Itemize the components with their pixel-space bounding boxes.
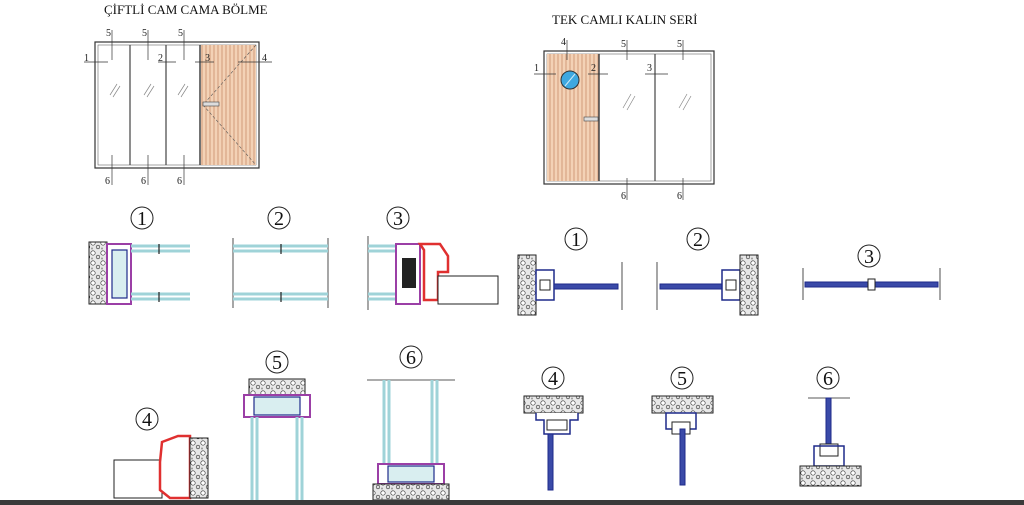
left-detail-4-number: 4 xyxy=(142,409,152,431)
left-detail-2-number: 2 xyxy=(274,208,284,230)
marker-bottom-2: 6 xyxy=(141,176,146,187)
right-detail-2: 2 xyxy=(656,227,759,316)
door-handle-icon xyxy=(583,116,599,122)
left-detail-1: 1 xyxy=(88,206,190,305)
marker-side-left: 1 xyxy=(84,53,89,64)
marker-mid-r: 2 xyxy=(591,63,596,74)
right-elevation-title: TEK CAMLI KALIN SERİ xyxy=(552,12,698,27)
right-detail-6: 6 xyxy=(799,366,862,487)
right-detail-4: 4 xyxy=(523,366,584,491)
marker-top-3: 5 xyxy=(178,28,183,39)
bottom-border xyxy=(0,500,1024,505)
left-detail-3: 3 xyxy=(367,206,499,310)
marker-bottom-b: 6 xyxy=(677,191,682,202)
right-detail-3-number: 3 xyxy=(864,246,874,268)
right-detail-2-number: 2 xyxy=(693,229,703,251)
right-detail-3: 3 xyxy=(802,244,941,300)
marker-bottom-a: 6 xyxy=(621,191,626,202)
right-detail-5: 5 xyxy=(651,366,714,486)
left-detail-1-number: 1 xyxy=(137,208,147,230)
right-detail-6-number: 6 xyxy=(823,368,833,390)
left-detail-6-number: 6 xyxy=(406,347,416,369)
marker-mid: 2 xyxy=(158,53,163,64)
door-handle-icon xyxy=(202,101,220,107)
marker-right-mid-r: 3 xyxy=(647,63,652,74)
right-detail-5-number: 5 xyxy=(677,368,687,390)
marker-side-left-r: 1 xyxy=(534,63,539,74)
left-elevation: ÇİFTLİ CAM CAMA BÖLME 5 5 5 1 2 3 4 6 6 … xyxy=(84,2,272,187)
left-elevation-title: ÇİFTLİ CAM CAMA BÖLME xyxy=(104,2,268,17)
left-detail-3-number: 3 xyxy=(393,208,403,230)
marker-bottom-3: 6 xyxy=(177,176,182,187)
marker-top-b: 5 xyxy=(677,39,682,50)
left-detail-4: 4 xyxy=(113,407,209,500)
marker-top-2: 5 xyxy=(142,28,147,39)
right-elevation: TEK CAMLI KALIN SERİ 4 5 5 1 2 3 6 6 xyxy=(534,12,715,202)
marker-top-1: 5 xyxy=(106,28,111,39)
marker-right: 4 xyxy=(262,53,267,64)
marker-top-door: 4 xyxy=(561,37,566,48)
right-detail-1-number: 1 xyxy=(571,229,581,251)
marker-top-a: 5 xyxy=(621,39,626,50)
right-detail-4-number: 4 xyxy=(548,368,558,390)
left-detail-2: 2 xyxy=(232,206,329,308)
marker-bottom-1: 6 xyxy=(105,176,110,187)
left-detail-5: 5 xyxy=(243,350,311,500)
marker-right-mid: 3 xyxy=(205,53,210,64)
left-detail-6: 6 xyxy=(367,345,455,501)
right-detail-1: 1 xyxy=(517,227,623,316)
left-detail-5-number: 5 xyxy=(272,352,282,374)
